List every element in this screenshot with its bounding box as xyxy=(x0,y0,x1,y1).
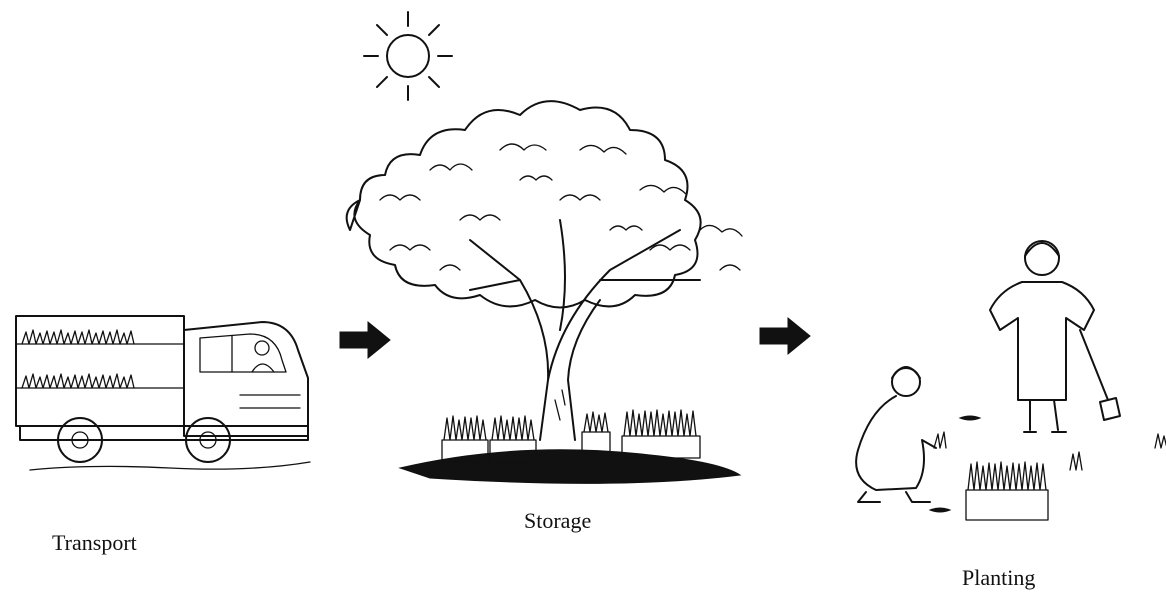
sun-icon xyxy=(364,12,452,100)
gardener-icon xyxy=(856,367,946,502)
gardener-icon xyxy=(990,241,1120,432)
planting-label: Planting xyxy=(962,565,1035,591)
seedling-tray-icon xyxy=(930,416,1166,520)
arrow-icon xyxy=(340,322,390,358)
tree-icon xyxy=(347,101,742,483)
storage-label: Storage xyxy=(524,508,591,534)
transport-label: Transport xyxy=(52,530,137,556)
truck-icon xyxy=(16,316,310,470)
arrow-icon xyxy=(760,318,810,354)
